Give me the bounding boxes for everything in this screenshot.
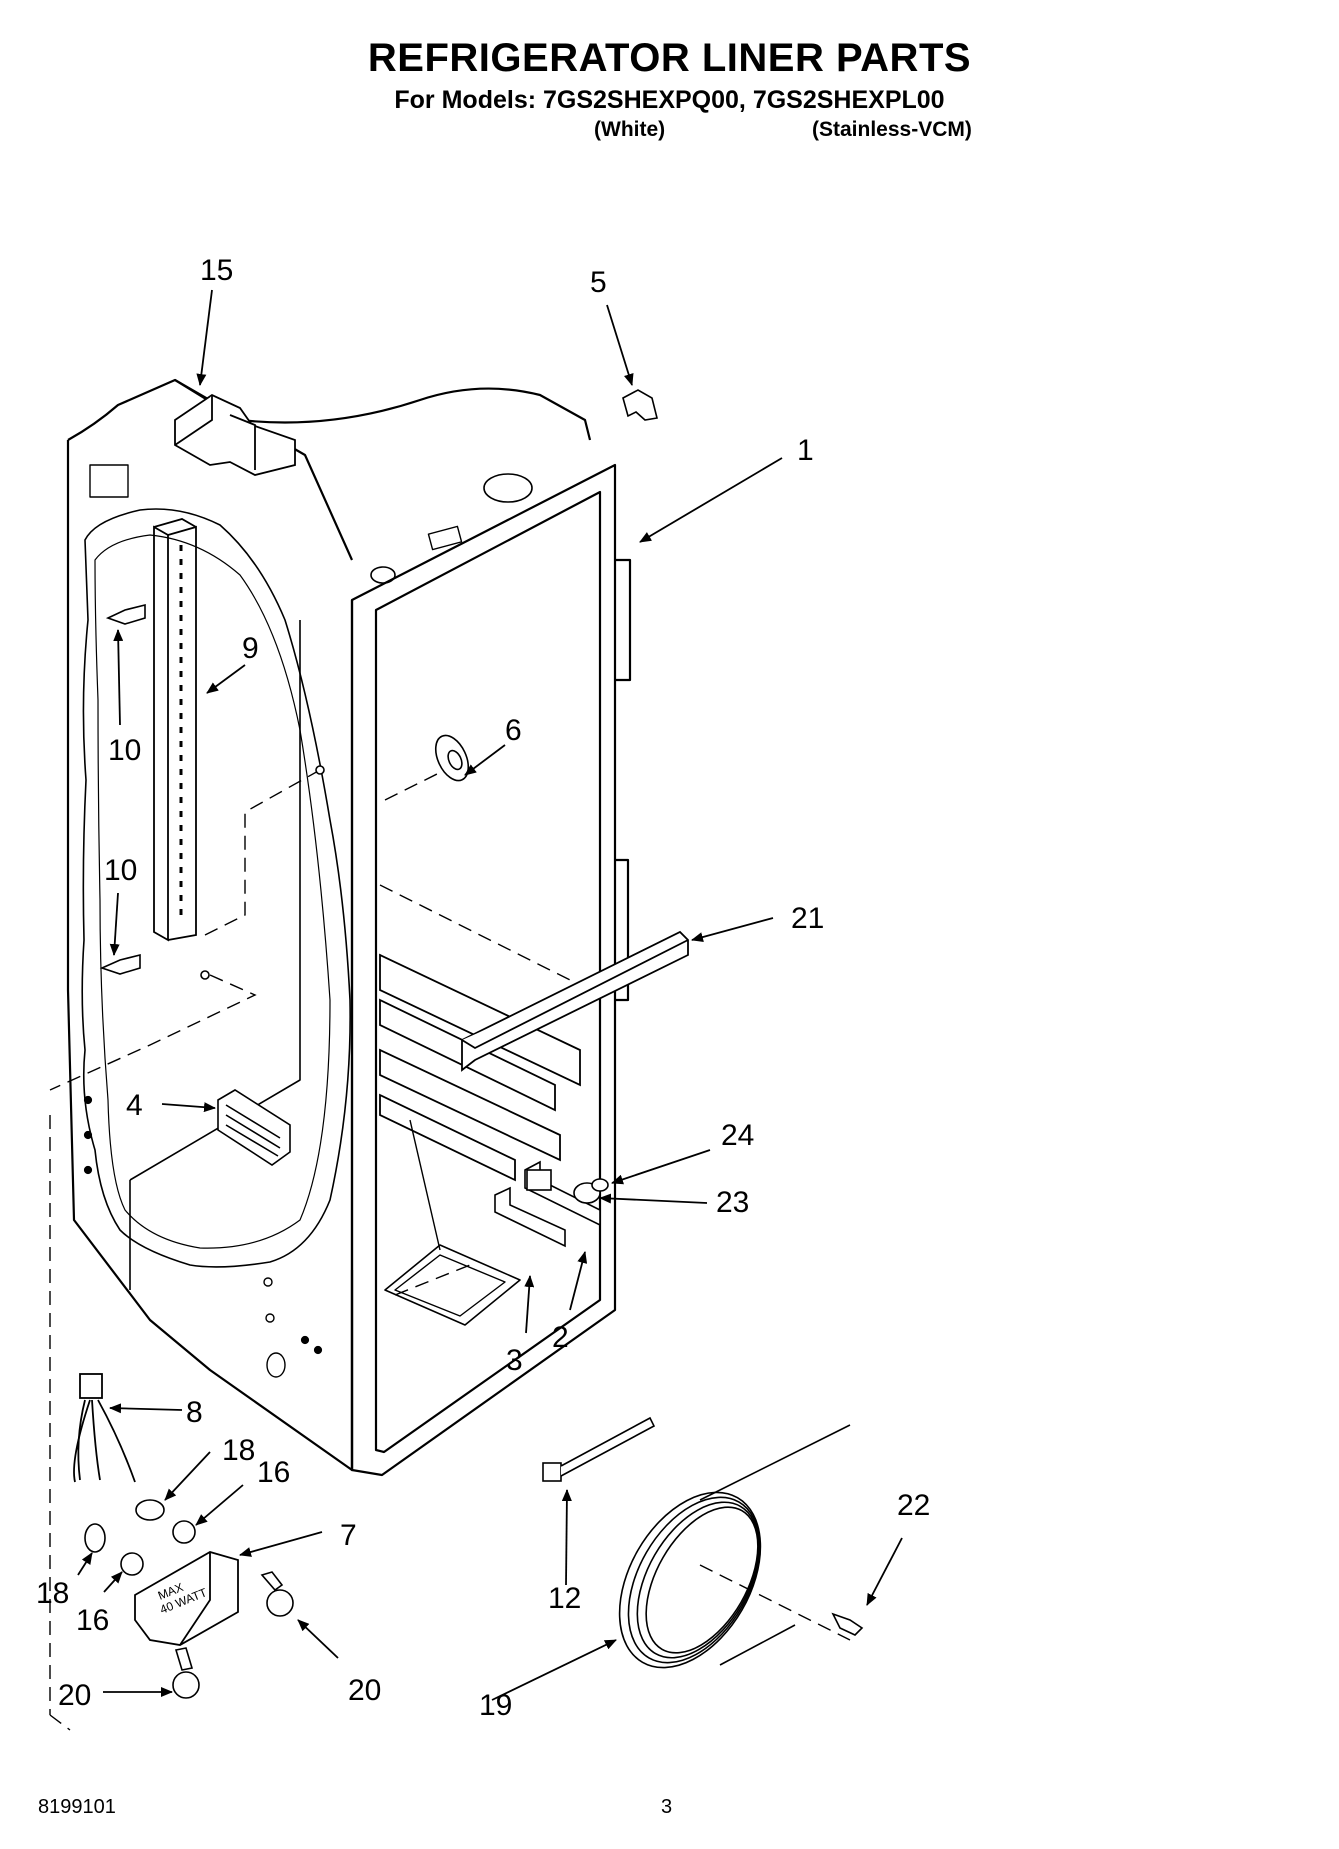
liner-body — [66, 378, 632, 1477]
liner-front-frame-outer — [350, 463, 617, 1477]
callout-24: 24 — [721, 1119, 754, 1152]
callout-arrows — [77, 289, 903, 1701]
liner-front-frame-inner — [374, 490, 602, 1454]
callout-1: 1 — [797, 434, 814, 467]
callout-6: 6 — [505, 714, 522, 747]
callout-16a: 16 — [257, 1456, 290, 1489]
variant-stainless-label: (Stainless-VCM) — [812, 118, 972, 141]
callout-10b: 10 — [104, 854, 137, 887]
liner-top-left — [67, 378, 354, 561]
callout-18b: 18 — [36, 1577, 69, 1610]
part-16-18-sockets — [84, 1499, 196, 1576]
part-4-vent-grille — [217, 1089, 291, 1166]
callout-22: 22 — [897, 1489, 930, 1522]
part-8-wire-harness — [73, 1373, 136, 1483]
callout-20a: 20 — [58, 1679, 91, 1712]
part-9-shelf-ladder — [153, 518, 197, 942]
part-22-screw — [831, 1612, 864, 1636]
liner-top-edge — [174, 379, 592, 441]
callout-21: 21 — [791, 902, 824, 935]
callout-4: 4 — [126, 1089, 143, 1122]
models-subtitle: For Models: 7GS2SHEXPQ00, 7GS2SHEXPL00 — [394, 86, 945, 114]
part-19-tubing-coil — [618, 1424, 851, 1669]
callout-8: 8 — [186, 1396, 203, 1429]
callout-18a: 18 — [222, 1434, 255, 1467]
callout-9: 9 — [242, 632, 259, 665]
dashed-leaders — [49, 769, 851, 1731]
callout-5: 5 — [590, 266, 607, 299]
callout-12: 12 — [548, 1582, 581, 1615]
part-2-3-brackets — [494, 1160, 601, 1248]
liner-outer-left — [66, 440, 354, 1472]
callout-7: 7 — [340, 1519, 357, 1552]
callout-10a: 10 — [108, 734, 141, 767]
part-10-screws — [99, 603, 325, 980]
part-12-cable-tie — [542, 1416, 656, 1482]
callout-2: 2 — [552, 1321, 569, 1354]
callout-15: 15 — [200, 254, 233, 287]
page-title: REFRIGERATOR LINER PARTS — [367, 36, 972, 80]
part-7-lamp-housing — [134, 1551, 239, 1646]
shelf-rails — [379, 953, 581, 1182]
variant-white-label: (White) — [594, 118, 666, 141]
callout-20b: 20 — [348, 1674, 381, 1707]
callout-16b: 16 — [76, 1604, 109, 1637]
document-number: 8199101 — [38, 1796, 116, 1818]
page-number: 3 — [661, 1796, 673, 1818]
part-5-clip — [622, 389, 658, 421]
part-23-24-switch — [526, 1169, 609, 1204]
part-15-control-housing — [174, 393, 296, 476]
callout-19: 19 — [479, 1689, 512, 1722]
foam-cutaway-edge — [81, 508, 351, 1268]
callout-23: 23 — [716, 1186, 749, 1219]
callout-3: 3 — [506, 1344, 523, 1377]
part-20-bulbs — [172, 1571, 294, 1699]
part-21-cover-strip — [461, 930, 689, 1072]
part-6-thermostat-knob — [434, 734, 470, 782]
